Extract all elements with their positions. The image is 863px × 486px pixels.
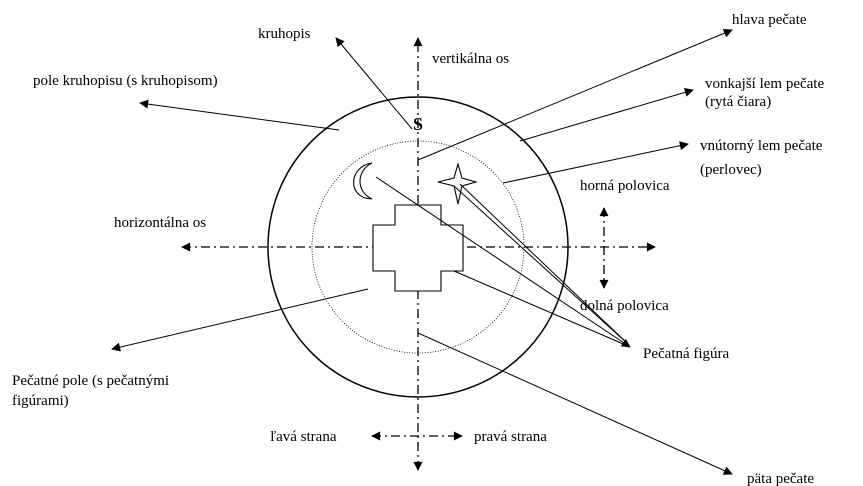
label-pecatne-pole-2: figúrami) <box>12 393 69 409</box>
leader-pecatne-pole <box>111 288 369 352</box>
label-vonkajsi-1: vonkajší lem pečate <box>705 76 824 92</box>
label-vnutorny-1: vnútorný lem pečate <box>700 138 823 154</box>
label-figura: Pečatná figúra <box>643 346 730 362</box>
label-dolna: dolná polovica <box>580 298 669 314</box>
center-letter: S <box>413 114 423 134</box>
crescent-moon-figure <box>353 162 373 200</box>
leader-vonkajsi-lem <box>519 87 694 142</box>
label-vertical-axis: vertikálna os <box>432 51 509 67</box>
star-figure <box>437 161 479 205</box>
label-hlava: hlava pečate <box>732 12 807 28</box>
label-pole-kruhopisu: pole kruhopisu (s kruhopisom) <box>33 73 218 89</box>
leader-figura-star-b <box>459 183 629 345</box>
leader-kruhopis <box>335 37 413 130</box>
leader-vnutorny-lem <box>502 141 689 184</box>
label-kruhopis: kruhopis <box>258 26 311 42</box>
label-pecatne-pole-1: Pečatné pole (s pečatnými <box>12 373 169 389</box>
leader-figura-cross <box>453 270 629 347</box>
leader-figura-star-a <box>453 185 629 345</box>
leader-hlava <box>417 28 733 161</box>
label-pata: päta pečate <box>747 471 814 486</box>
label-vonkajsi-2: (rytá čiara) <box>705 94 771 110</box>
leader-figura-moon <box>375 176 631 348</box>
label-lava: ľavá strana <box>270 429 337 445</box>
label-horna: horná polovica <box>580 178 670 194</box>
label-prava: pravá strana <box>474 429 547 445</box>
label-horizontal-axis: horizontálna os <box>114 215 206 231</box>
label-vnutorny-2: (perlovec) <box>700 162 762 178</box>
cross-figure <box>372 204 464 292</box>
leader-pata <box>417 332 733 475</box>
leader-pole-kruhopisu <box>139 99 340 131</box>
